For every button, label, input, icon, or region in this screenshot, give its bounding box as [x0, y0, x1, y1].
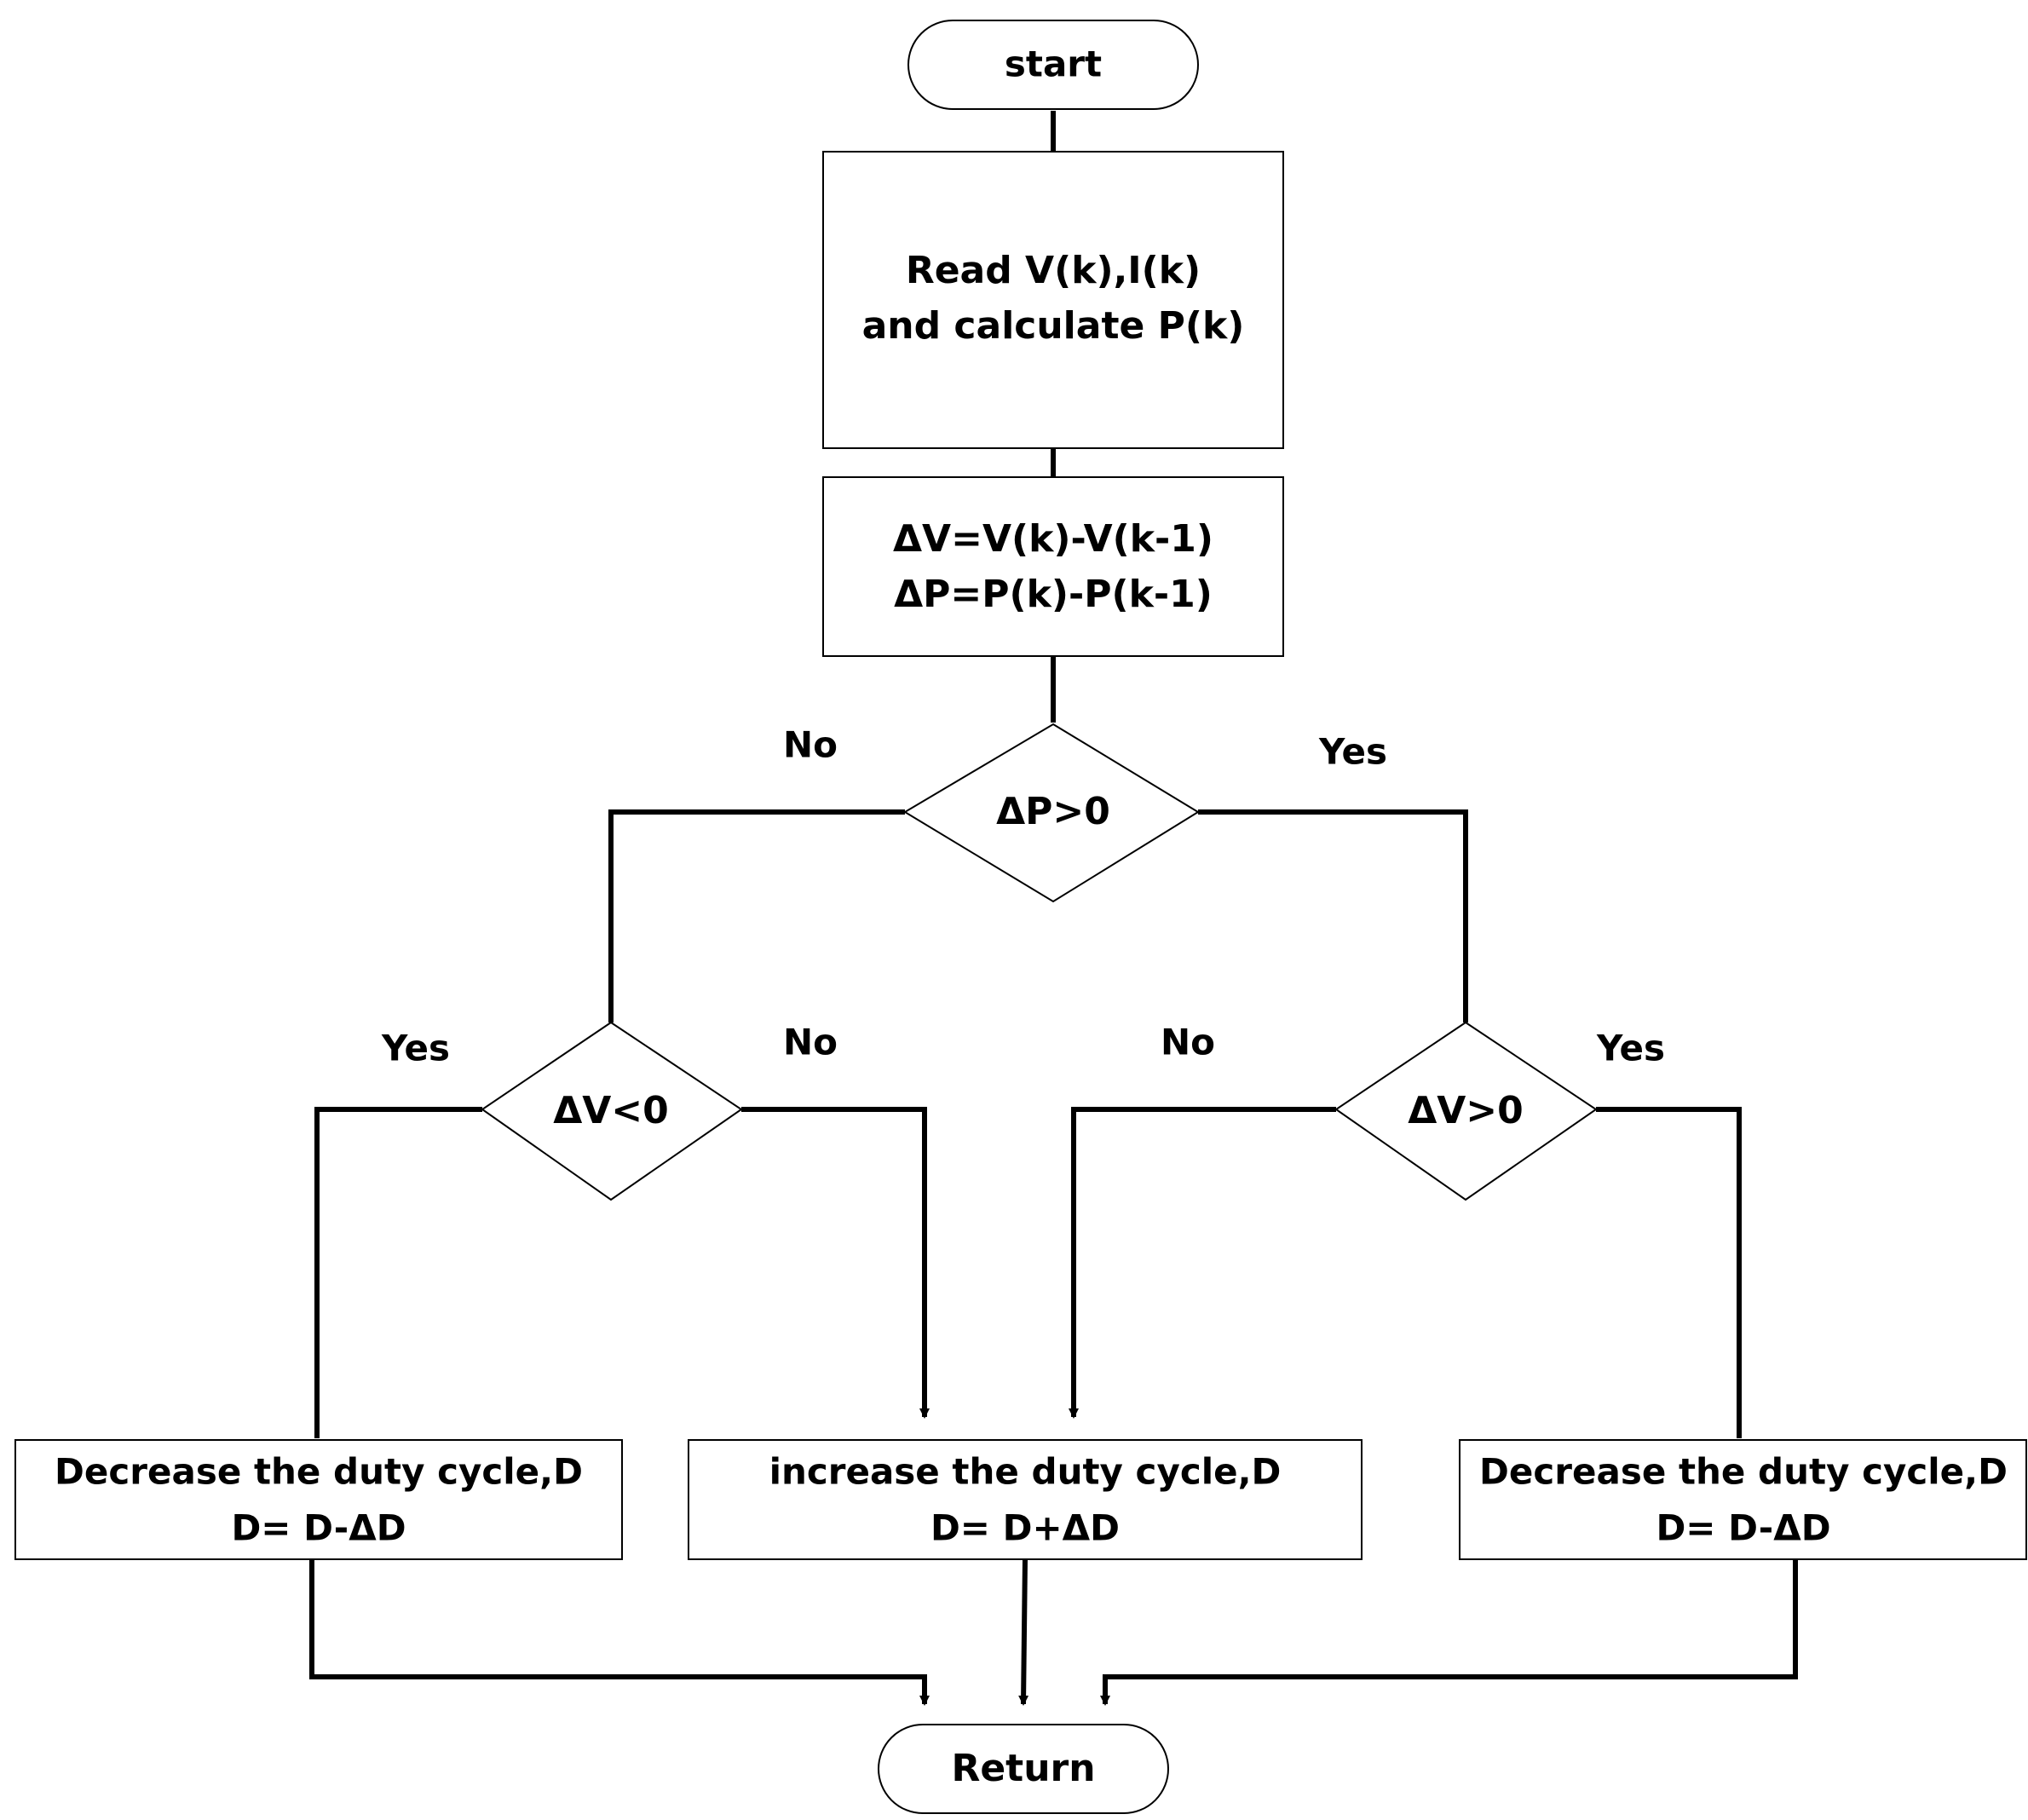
- decrease-left-box: [14, 1439, 623, 1560]
- increase-box: [688, 1439, 1363, 1560]
- branch-labels: No Yes Yes No No Yes: [381, 724, 1665, 1069]
- decrease-right-line1: Decrease the duty cycle,D: [1479, 1451, 2008, 1493]
- decrease-right-box: [1459, 1439, 2027, 1560]
- decrease-left-line2: D= D-ΔD: [231, 1507, 406, 1549]
- delta-process-box: [822, 476, 1284, 657]
- connector-dvpos-no: [1069, 1107, 1336, 1419]
- connector-dvneg-yes: [314, 1107, 482, 1438]
- delta-label-line1: ΔV=V(k)-V(k-1): [893, 517, 1213, 561]
- dvneg-decision-diamond: [481, 1021, 743, 1201]
- dvpos-decision-label: ΔV>0: [1408, 1089, 1524, 1132]
- connector-decright-return: [1100, 1559, 1798, 1706]
- start-label: start: [1005, 43, 1102, 85]
- dp-decision-label: ΔP>0: [996, 790, 1110, 833]
- dp-no-label: No: [783, 724, 838, 766]
- dp-yes-label: Yes: [1318, 731, 1387, 773]
- return-label: Return: [951, 1747, 1095, 1790]
- read-label-line1: Read V(k),I(k): [906, 249, 1201, 292]
- node-labels: start Read V(k),I(k) and calculate P(k) …: [55, 43, 2008, 1791]
- dvpos-no-label: No: [1161, 1022, 1215, 1063]
- dvneg-decision-label: ΔV<0: [553, 1089, 669, 1132]
- shapes: [14, 20, 2027, 1814]
- dvneg-yes-label: Yes: [381, 1028, 450, 1069]
- read-process-box: [822, 151, 1284, 449]
- connector-dvpos-yes: [1596, 1107, 1742, 1438]
- delta-label-line2: ΔP=P(k)-P(k-1): [894, 573, 1213, 616]
- read-label-line2: and calculate P(k): [862, 304, 1245, 348]
- dvneg-no-label: No: [783, 1022, 838, 1063]
- increase-line2: D= D+ΔD: [930, 1507, 1120, 1549]
- dvpos-decision-diamond: [1334, 1021, 1598, 1201]
- connector-decleft-return: [309, 1559, 930, 1706]
- connector-increase-return: [1018, 1558, 1029, 1706]
- connector-dp-yes: [1198, 809, 1468, 1022]
- connectors: [309, 111, 1798, 1706]
- decrease-left-line1: Decrease the duty cycle,D: [55, 1451, 583, 1493]
- connector-dvneg-no: [741, 1107, 930, 1419]
- increase-line1: increase the duty cycle,D: [769, 1451, 1282, 1493]
- dvpos-yes-label: Yes: [1596, 1028, 1665, 1069]
- start-terminal: [907, 20, 1199, 110]
- dp-decision-diamond: [903, 723, 1200, 903]
- decrease-right-line2: D= D-ΔD: [1656, 1507, 1830, 1549]
- connector-dp-no: [608, 809, 905, 1022]
- return-terminal: [878, 1724, 1169, 1814]
